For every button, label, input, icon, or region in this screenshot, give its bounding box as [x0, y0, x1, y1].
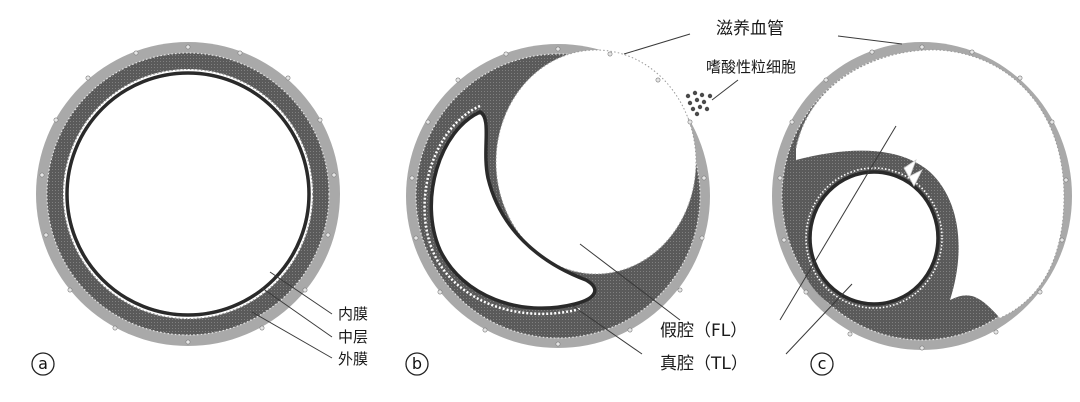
leader-lines — [251, 33, 903, 359]
panel-a-lumen — [69, 75, 307, 313]
leader-fl-b — [579, 243, 681, 321]
label-false-lumen: 假腔（FL） — [660, 321, 747, 341]
label-vasa-vasorum: 滋养血管 — [716, 19, 784, 39]
eosinophil-cluster — [685, 90, 713, 117]
leader-tl-b — [569, 303, 643, 355]
panel-a-vasa-dots — [39, 44, 337, 345]
panel-c-true-lumen-gap — [805, 167, 943, 309]
panel-b-false-lumen-edge — [495, 49, 697, 275]
text-labels: 内膜 中层 外膜 滋养血管 嗜酸性粒细胞 假腔（FL） 真腔（TL） — [338, 19, 796, 374]
panel-a-normal-aorta — [36, 42, 340, 346]
panel-letter-b: b — [405, 352, 429, 376]
panel-letter-c: c — [810, 352, 834, 376]
leader-media — [261, 287, 333, 338]
panel-b-vasa-dots — [409, 46, 707, 347]
panel-c-true-lumen-intima — [808, 170, 940, 306]
panel-a-media-dotted-border — [46, 52, 330, 336]
panel-letter-a-text: a — [38, 354, 48, 373]
leader-adventitia — [251, 311, 333, 359]
panel-c-dissection — [772, 42, 1072, 351]
panel-c-false-lumen-edge — [795, 49, 1065, 319]
leader-vasa-c — [837, 35, 903, 45]
panel-c-vasa-dots — [777, 44, 1069, 351]
label-media: 中层 — [338, 328, 368, 346]
panel-b-true-lumen-gap — [423, 104, 581, 316]
leader-fl-c — [779, 125, 897, 321]
label-eosinophil: 嗜酸性粒细胞 — [706, 58, 796, 76]
panel-letter-c-text: c — [818, 354, 827, 373]
label-adventitia: 外膜 — [338, 350, 368, 368]
panel-b-false-lumen — [496, 50, 696, 274]
panel-a-intima — [65, 71, 311, 317]
label-true-lumen: 真腔（TL） — [660, 354, 748, 374]
panel-c-intimal-tear — [903, 158, 923, 187]
leader-tl-c — [785, 283, 853, 355]
panel-b-dissection — [406, 44, 713, 348]
panel-letter-a: a — [31, 352, 55, 376]
leader-vasa-b — [623, 33, 691, 55]
panel-letter-b-text: b — [412, 354, 422, 373]
panel-a-intima-gap-dots — [63, 69, 313, 319]
leader-eosinophil — [711, 79, 739, 101]
panel-b-media-dotted-border — [415, 53, 701, 339]
panel-c-false-lumen — [796, 49, 1064, 319]
leader-intima — [269, 271, 333, 315]
label-intima: 内膜 — [338, 305, 368, 323]
panel-b-true-lumen-intima — [429, 110, 597, 310]
